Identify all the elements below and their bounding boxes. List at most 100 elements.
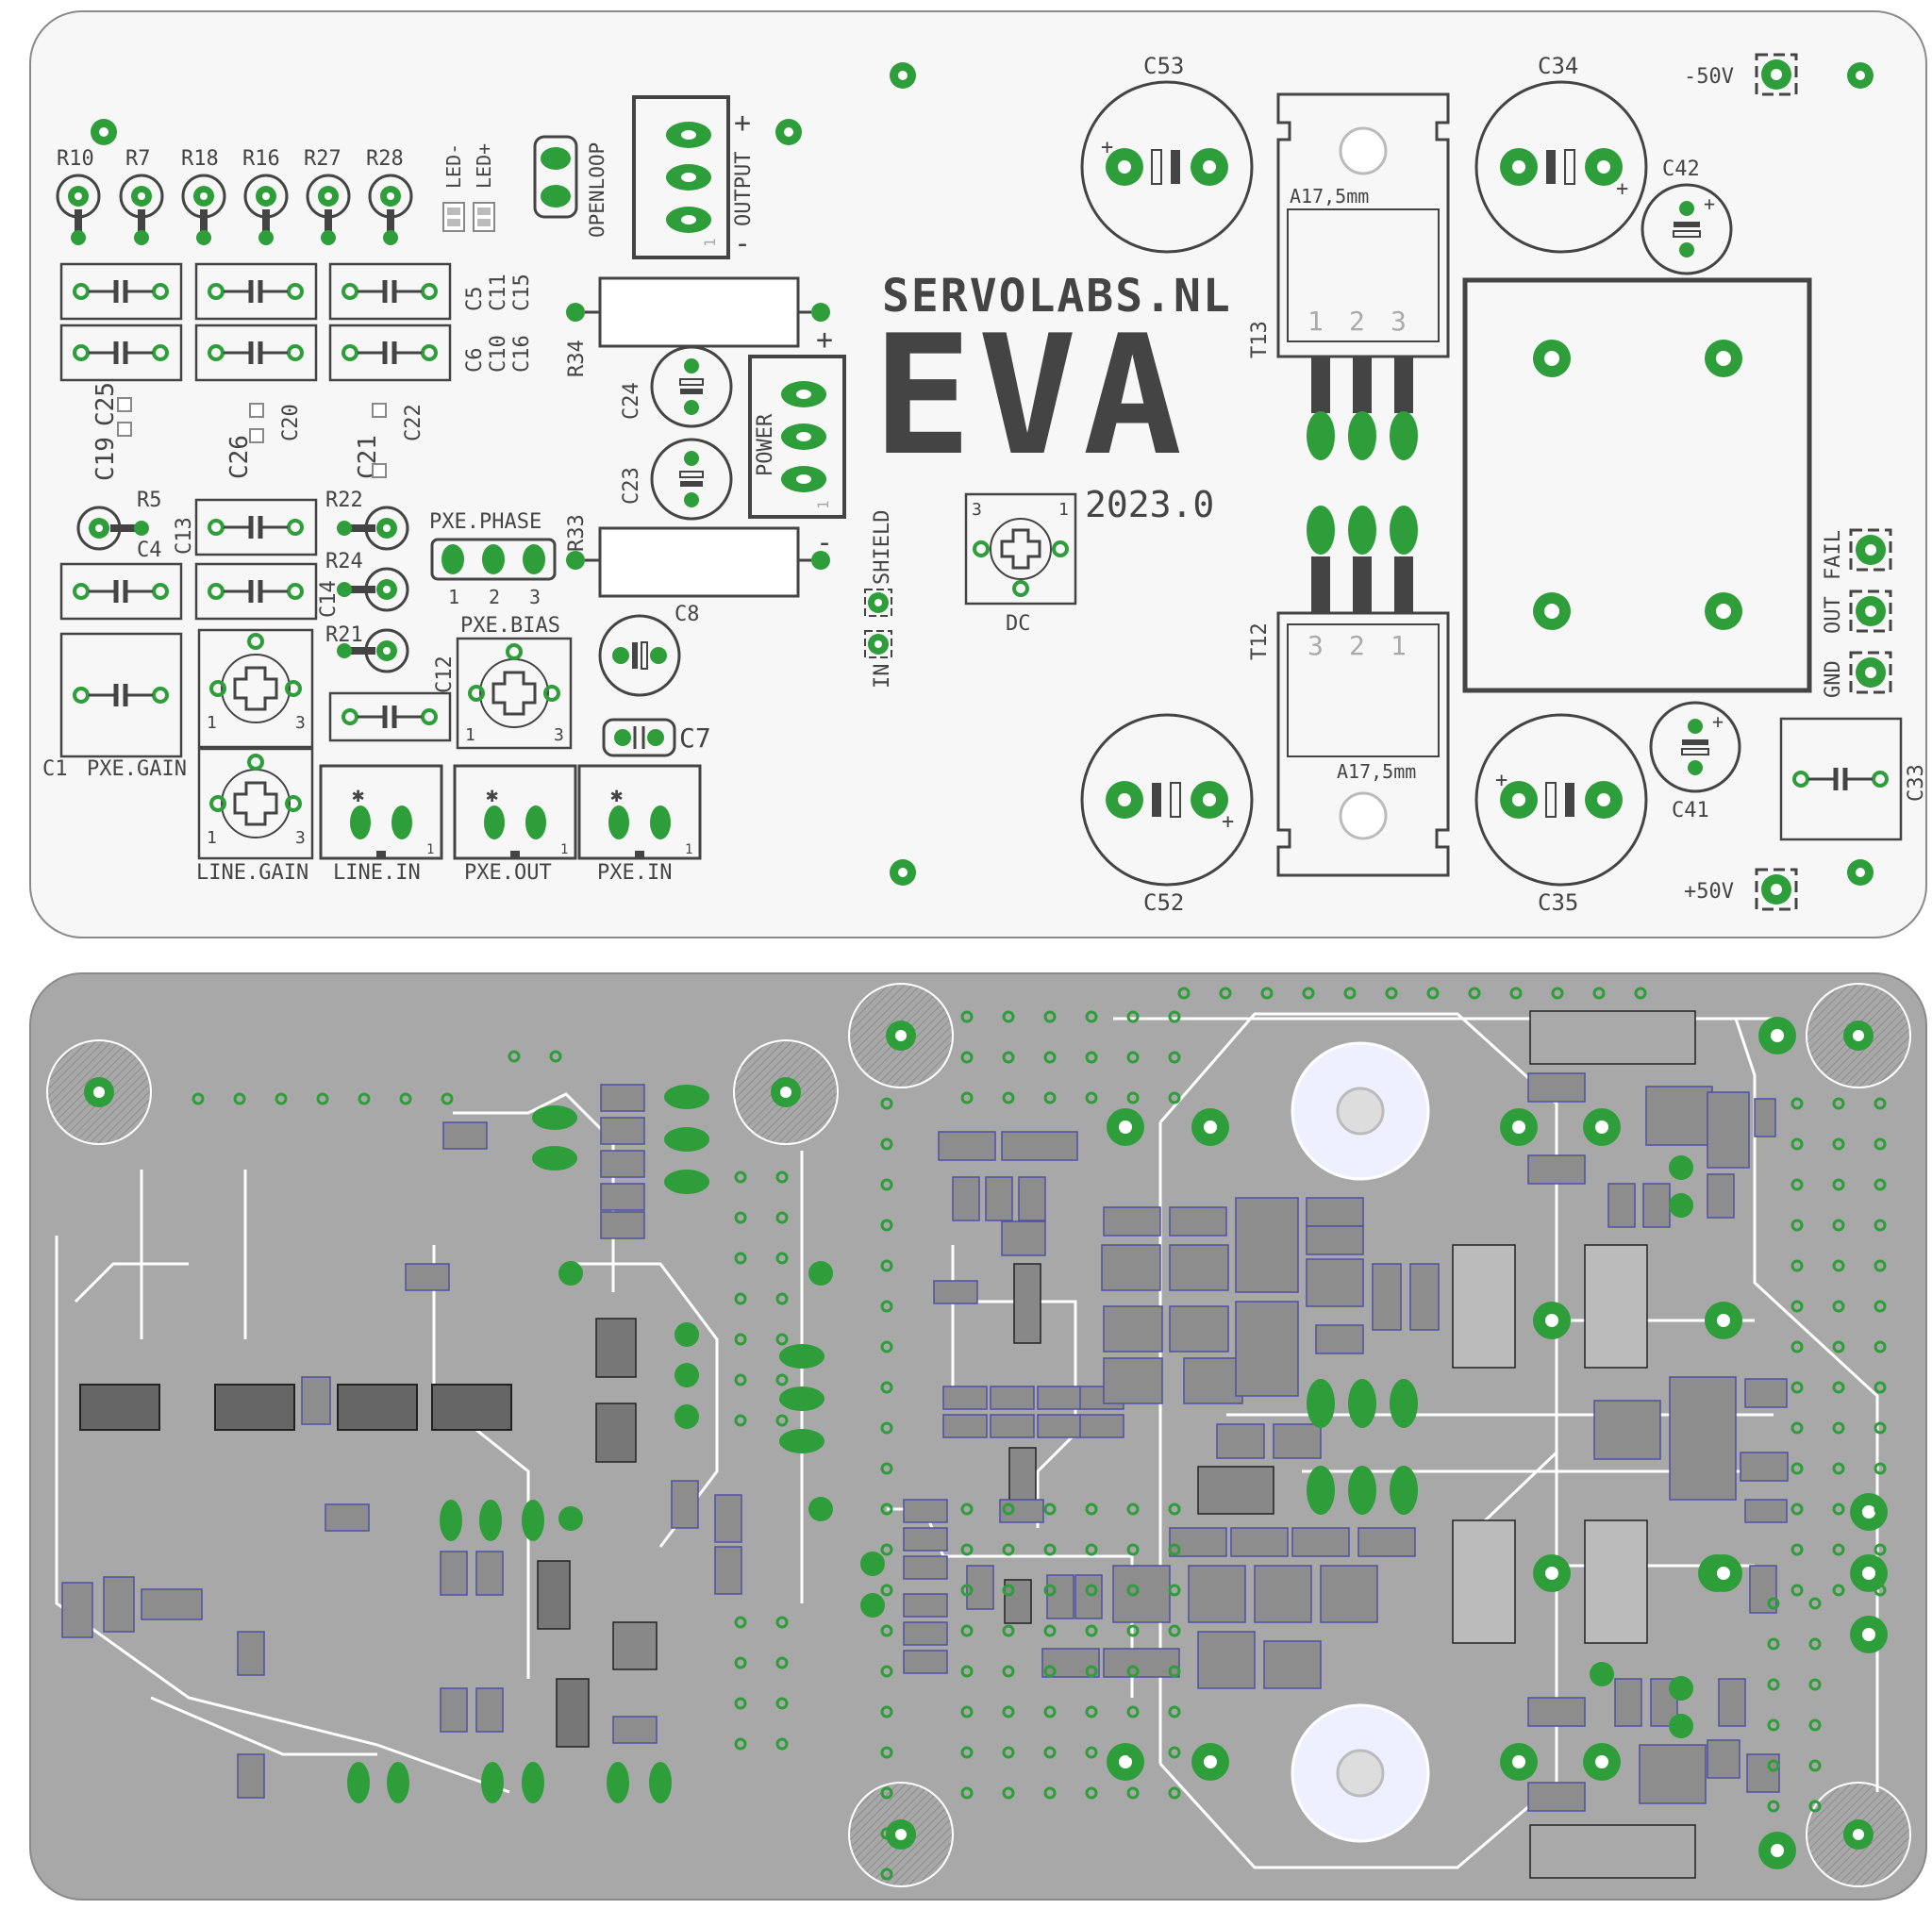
via xyxy=(1832,1502,1845,1516)
label-pxe-bias: PXE.BIAS xyxy=(460,614,560,638)
bottom-mounting-holes xyxy=(46,983,1911,1887)
via xyxy=(1168,1665,1181,1678)
via xyxy=(880,1137,893,1151)
via xyxy=(1126,1543,1140,1556)
phase-pin-2: 2 xyxy=(489,586,500,608)
via xyxy=(1168,1010,1181,1023)
via xyxy=(880,1340,893,1353)
via xyxy=(1790,1421,1804,1435)
label-shield: SHIELD xyxy=(871,510,894,585)
cap-labels-left: C5 C11 C15 C6 C10 C16 C19 C25 C26 C20 C2… xyxy=(42,274,534,781)
label-led-plus: LED+ xyxy=(473,143,495,189)
via xyxy=(1002,1010,1015,1023)
label-pos50: +50V xyxy=(1684,880,1734,904)
label-c41: C41 xyxy=(1672,799,1709,822)
via xyxy=(960,1543,974,1556)
via xyxy=(1874,1543,1887,1556)
via xyxy=(1468,987,1481,1000)
output-connector: OUTPUT + - 1 xyxy=(632,95,756,260)
via xyxy=(1832,1097,1845,1110)
via xyxy=(1832,1219,1845,1232)
via xyxy=(1126,1786,1140,1800)
c53-plus: + xyxy=(1101,136,1113,159)
via xyxy=(1790,1137,1804,1151)
via xyxy=(1592,987,1606,1000)
via xyxy=(960,1091,974,1104)
power-plus: + xyxy=(816,324,833,357)
via xyxy=(880,1868,893,1881)
via xyxy=(1168,1584,1181,1597)
via xyxy=(880,1502,893,1516)
label-r10: R10 xyxy=(57,147,94,171)
via xyxy=(399,1092,412,1105)
via xyxy=(880,1705,893,1718)
brand: SERVOLABS.NL EVA 2023.0 xyxy=(873,270,1230,525)
via xyxy=(1790,1462,1804,1475)
smd-placeholders xyxy=(117,397,387,478)
via xyxy=(1043,1786,1057,1800)
via xyxy=(960,1051,974,1064)
via xyxy=(1385,987,1398,1000)
via xyxy=(1002,1786,1015,1800)
via xyxy=(1085,1665,1098,1678)
svg-text:✱: ✱ xyxy=(352,784,364,807)
via xyxy=(1168,1091,1181,1104)
film-cap-symbols xyxy=(73,280,1889,790)
via xyxy=(1509,987,1523,1000)
label-c14: C14 xyxy=(317,580,341,618)
t12-pin2: 2 xyxy=(1349,630,1365,661)
via xyxy=(1043,1624,1057,1637)
via xyxy=(960,1705,974,1718)
large-caps: + C53 + C52 + C34 + C35 + C42 + C41 C33 xyxy=(1080,53,1928,916)
label-c34: C34 xyxy=(1538,53,1578,79)
via xyxy=(1085,1502,1098,1516)
via xyxy=(880,1300,893,1313)
label-c19: C19 xyxy=(92,437,120,481)
via xyxy=(1832,1543,1845,1556)
via xyxy=(1043,1502,1057,1516)
shield-in-pads: SHIELD IN xyxy=(864,510,894,689)
label-r7: R7 xyxy=(125,147,151,171)
via xyxy=(1874,1421,1887,1435)
svg-text:✱: ✱ xyxy=(610,784,623,807)
small-trimmers xyxy=(76,506,409,673)
label-openloop: OPENLOOP xyxy=(586,142,608,238)
label-out: OUT xyxy=(1822,596,1845,634)
via xyxy=(1126,1091,1140,1104)
via xyxy=(1767,1759,1780,1772)
label-t12: T12 xyxy=(1248,622,1272,660)
transistor-t12: A17,5mm 3 2 1 T12 xyxy=(1248,506,1450,877)
via xyxy=(1808,1718,1822,1732)
via xyxy=(1043,1746,1057,1759)
via xyxy=(1634,987,1647,1000)
via xyxy=(960,1584,974,1597)
label-r28: R28 xyxy=(366,147,404,171)
via xyxy=(1085,1584,1098,1597)
via xyxy=(1790,1097,1804,1110)
via xyxy=(1874,1340,1887,1353)
power-pin1: 1 xyxy=(814,500,832,509)
line-in-pin1: 1 xyxy=(426,842,434,857)
via xyxy=(1832,1137,1845,1151)
via xyxy=(1832,1462,1845,1475)
label-r33: R33 xyxy=(565,514,589,552)
label-c53: C53 xyxy=(1143,53,1184,79)
via xyxy=(880,1746,893,1759)
phase-pin-3: 3 xyxy=(529,586,541,608)
phase-pin-1: 1 xyxy=(448,586,459,608)
via xyxy=(233,1092,246,1105)
via xyxy=(1343,987,1357,1000)
via xyxy=(775,1373,789,1386)
via xyxy=(1790,1300,1804,1313)
label-t12-heatsink: A17,5mm xyxy=(1337,760,1416,783)
via xyxy=(1302,987,1315,1000)
pot3-pin1: 1 xyxy=(465,725,475,745)
c35-plus: + xyxy=(1495,769,1507,792)
via xyxy=(1790,1259,1804,1272)
via xyxy=(1085,1010,1098,1023)
via xyxy=(1126,1624,1140,1637)
via xyxy=(1043,1051,1057,1064)
via xyxy=(1832,1421,1845,1435)
label-t13-heatsink: A17,5mm xyxy=(1290,185,1369,208)
via xyxy=(734,1656,747,1669)
